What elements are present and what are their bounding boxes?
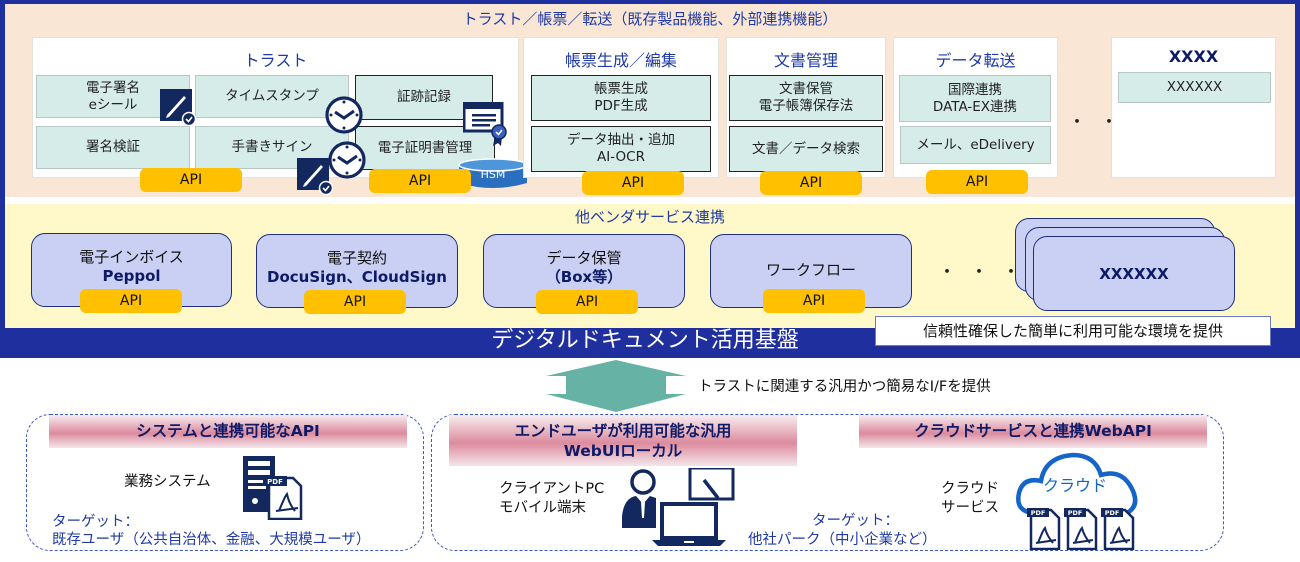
- pen-sign-icon: [160, 89, 198, 127]
- placeholder-panel: XXXX: [1111, 37, 1276, 178]
- business-system-label: 業務システム: [124, 474, 211, 490]
- docs-api-badge[interactable]: API: [760, 171, 862, 195]
- cell-pdf-generate[interactable]: 帳票生成 PDF生成: [531, 75, 711, 121]
- webui-title-line2: WebUIローカル: [563, 442, 683, 460]
- vendor-invoice[interactable]: 電子インボイス Peppol: [31, 233, 232, 307]
- arrow-caption: トラストに関連する汎用かつ簡易なI/Fを提供: [698, 379, 991, 395]
- user-pc-tablet-icon: [622, 468, 742, 548]
- vendor-stack-front[interactable]: XXXXXX: [1033, 236, 1235, 311]
- cloud-text: クラウド: [1043, 476, 1108, 495]
- svg-text:PDF: PDF: [267, 478, 283, 486]
- cell-edelivery[interactable]: メール、eDelivery: [900, 126, 1051, 164]
- cloud-pdf-icon: [1015, 447, 1145, 551]
- vendor-api-badge[interactable]: API: [304, 290, 406, 314]
- cell-data-ex[interactable]: 国際連携 DATA-EX連携: [899, 75, 1051, 122]
- vendor-product: DocuSign、CloudSign: [267, 268, 447, 286]
- mobile-label: モバイル端末: [499, 500, 586, 516]
- hsm-database-icon: [458, 157, 528, 191]
- svg-text:PDF: PDF: [1068, 509, 1083, 517]
- forms-api-badge[interactable]: API: [582, 171, 684, 195]
- cell-timestamp[interactable]: タイムスタンプ: [195, 75, 349, 118]
- docs-title: 文書管理: [773, 51, 838, 70]
- svg-text:PDF: PDF: [1031, 509, 1046, 517]
- cloud-service-label-2: サービス: [941, 500, 999, 516]
- vendor-label: データ保管: [546, 249, 622, 267]
- client-pc-label: クライアントPC: [499, 481, 605, 497]
- group-webui-title: エンドユーザが利用可能な汎用 WebUIローカル: [449, 415, 797, 466]
- clock-icon: [327, 140, 367, 180]
- vendor-stack-label: XXXXXX: [1099, 265, 1169, 283]
- placeholder-title: XXXX: [1168, 47, 1219, 66]
- cell-doc-storage[interactable]: 文書保管 電子帳簿保存法: [729, 75, 883, 121]
- group-system-api-title: システムと連携可能なAPI: [49, 415, 407, 448]
- platform-label: デジタルドキュメント活用基盤: [491, 328, 799, 353]
- vendor-label: 電子契約: [326, 249, 387, 267]
- trust-api-badge[interactable]: API: [140, 168, 242, 192]
- forms-title: 帳票生成／編集: [564, 51, 677, 70]
- vendor-more-ellipsis: ・・・: [938, 262, 1034, 283]
- hsm-label: HSM: [480, 168, 506, 181]
- vendor-label: ワークフロー: [765, 261, 856, 279]
- svg-text:PDF: PDF: [1105, 509, 1120, 517]
- clock-icon: [324, 95, 364, 135]
- system-target-value: 既存ユーザ（公共自治体、金融、大規模ユーザ）: [52, 532, 371, 548]
- double-arrow-icon: [546, 360, 686, 412]
- cloud-service-label-1: クラウド: [941, 481, 999, 497]
- vendor-product: （Box等）: [545, 268, 623, 286]
- system-target-label: ターゲット：: [52, 514, 139, 530]
- webui-title-line1: エンドユーザが利用可能な汎用: [514, 422, 732, 440]
- transfer-api-badge[interactable]: API: [926, 170, 1028, 194]
- vendor-api-badge[interactable]: API: [536, 290, 638, 314]
- pdf-file-icon: PDF: [1101, 504, 1135, 550]
- vendor-api-badge[interactable]: API: [763, 289, 865, 313]
- top-section-title: トラスト／帳票／転送（既存製品機能、外部連携機能）: [462, 10, 838, 28]
- webui-target-label: ターゲット：: [812, 513, 899, 529]
- vendor-product: Peppol: [102, 267, 161, 285]
- group-webui-cloud: [431, 414, 1224, 551]
- platform-promise: 信頼性確保した簡単に利用可能な環境を提供: [875, 316, 1271, 346]
- section-divider: [5, 197, 1295, 204]
- pen-sign-icon: [297, 158, 335, 196]
- group-cloud-title: クラウドサービスと連携WebAPI: [859, 415, 1207, 448]
- cell-placeholder[interactable]: XXXXXX: [1118, 72, 1271, 103]
- trust-title: トラスト: [243, 51, 308, 70]
- pdf-file-icon: PDF: [1064, 504, 1098, 550]
- vendor-section-title: 他ベンダサービス連携: [574, 208, 725, 226]
- pdf-file-icon: PDF: [1027, 504, 1061, 550]
- group-system-api: [26, 414, 424, 551]
- cell-doc-search[interactable]: 文書／データ検索: [729, 126, 883, 172]
- server-pdf-icon: PDF: [243, 456, 305, 520]
- webui-target-value: 他社パーク（中小企業など）: [748, 532, 937, 548]
- vendor-label: 電子インボイス: [79, 248, 184, 266]
- vendor-api-badge[interactable]: API: [80, 289, 182, 313]
- trust-api-badge[interactable]: API: [369, 169, 471, 193]
- cell-ai-ocr[interactable]: データ抽出・追加 AI-OCR: [531, 126, 711, 172]
- certificate-icon: [463, 102, 511, 148]
- cell-signature-verify[interactable]: 署名検証: [36, 126, 190, 169]
- transfer-title: データ転送: [935, 51, 1016, 70]
